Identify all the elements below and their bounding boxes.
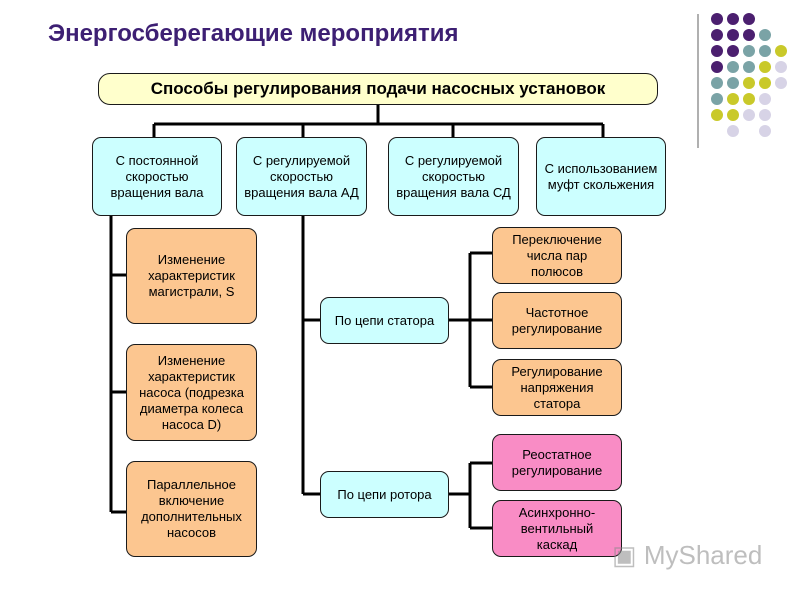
decor-dot bbox=[775, 45, 787, 57]
category-slip-coupling: С использованием муфт скольжения bbox=[536, 137, 666, 216]
decor-dot bbox=[759, 29, 771, 41]
branch-rotor: По цепи ротора bbox=[320, 471, 449, 518]
decor-dot bbox=[727, 109, 739, 121]
decor-dot bbox=[743, 109, 755, 121]
decor-dot bbox=[759, 45, 771, 57]
method-stator-voltage: Регулирование напряжения статора bbox=[492, 359, 622, 416]
decor-dot bbox=[775, 61, 787, 73]
decor-dot bbox=[743, 61, 755, 73]
decor-dot bbox=[727, 13, 739, 25]
decor-dot bbox=[727, 29, 739, 41]
decor-dot bbox=[743, 29, 755, 41]
method-parallel-pumps: Параллельное включение дополнительных на… bbox=[126, 461, 257, 557]
decor-dot bbox=[759, 109, 771, 121]
method-pole-switching: Переключение числа пар полюсов bbox=[492, 227, 622, 284]
decor-dot bbox=[759, 93, 771, 105]
decor-dot bbox=[711, 109, 723, 121]
decor-dot bbox=[711, 61, 723, 73]
decor-dot bbox=[759, 125, 771, 137]
decor-dot bbox=[711, 77, 723, 89]
decor-dot bbox=[711, 13, 723, 25]
decor-dot bbox=[711, 93, 723, 105]
decor-dot bbox=[743, 13, 755, 25]
decor-dot bbox=[711, 45, 723, 57]
slide-title: Энергосберегающие мероприятия bbox=[48, 20, 459, 47]
category-adjustable-sd: С регулируемой скоростью вращения вала С… bbox=[388, 137, 519, 216]
category-adjustable-ad: С регулируемой скоростью вращения вала А… bbox=[236, 137, 367, 216]
watermark-logo: ▣ MyShared bbox=[612, 540, 762, 571]
decor-dot bbox=[727, 61, 739, 73]
decor-dot bbox=[743, 45, 755, 57]
decor-dot bbox=[743, 77, 755, 89]
diagram-header: Способы регулирования подачи насосных ус… bbox=[98, 73, 658, 105]
method-pump-characteristic: Изменение характеристик насоса (подрезка… bbox=[126, 344, 257, 441]
category-constant-speed: С постоянной скоростью вращения вала bbox=[92, 137, 222, 216]
method-frequency: Частотное регулирование bbox=[492, 292, 622, 349]
presentation-icon: ▣ bbox=[612, 540, 637, 570]
decor-dot bbox=[727, 93, 739, 105]
decor-dot bbox=[775, 77, 787, 89]
watermark-text: MyShared bbox=[643, 540, 763, 570]
decor-dot bbox=[759, 61, 771, 73]
decor-dot bbox=[743, 93, 755, 105]
decor-divider bbox=[697, 14, 699, 148]
decor-dot bbox=[759, 77, 771, 89]
decor-dot bbox=[727, 45, 739, 57]
decor-dot bbox=[711, 29, 723, 41]
method-cascade: Асинхронно-вентильный каскад bbox=[492, 500, 622, 557]
decor-dot bbox=[727, 125, 739, 137]
branch-stator: По цепи статора bbox=[320, 297, 449, 344]
decor-dot bbox=[727, 77, 739, 89]
method-pipeline-characteristic: Изменение характеристик магистрали, S bbox=[126, 228, 257, 324]
method-rheostat: Реостатное регулирование bbox=[492, 434, 622, 491]
